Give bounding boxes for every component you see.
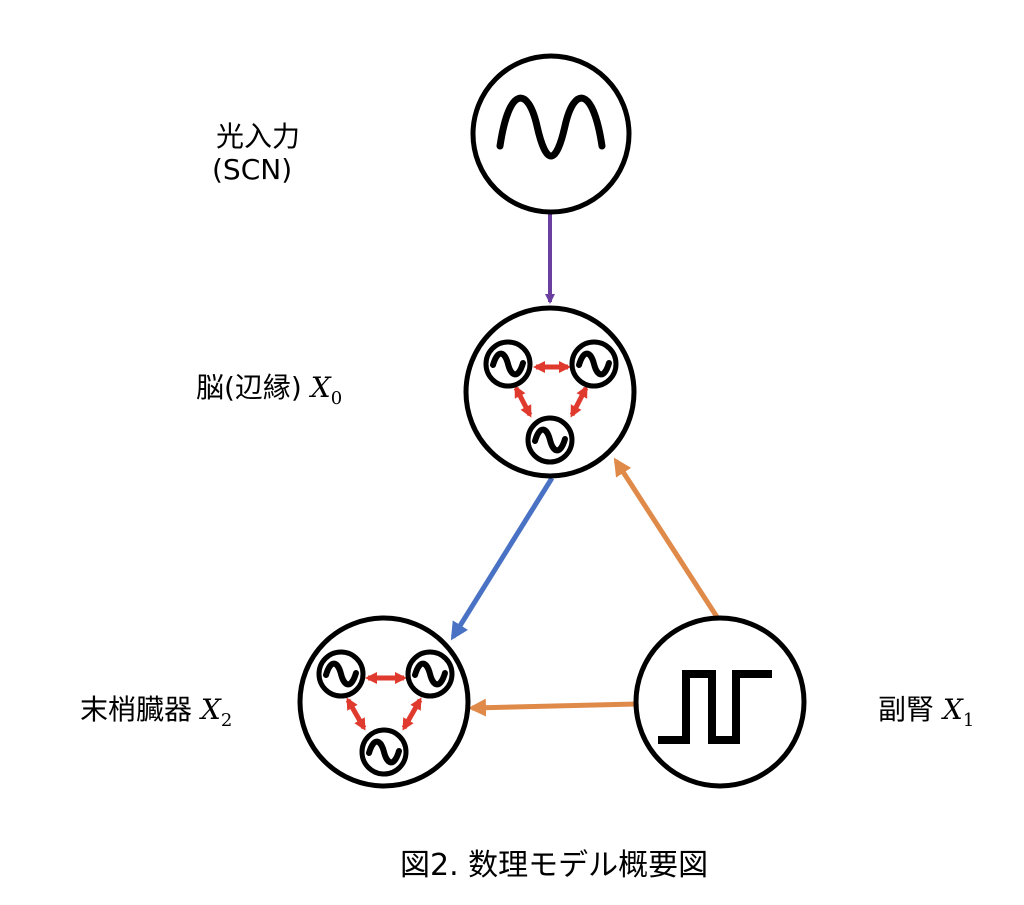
- peripheral-var-subscript: 2: [220, 710, 233, 731]
- oscillator-icon: [486, 342, 530, 386]
- arrow-adrenal-to-peripheral: [468, 698, 637, 717]
- oscillator-icon: [319, 652, 363, 696]
- square-wave-icon: [658, 670, 772, 744]
- brain-variable: X0: [310, 371, 342, 409]
- adrenal-label-text: 副腎: [878, 693, 935, 726]
- adrenal-var-symbol: X: [942, 693, 963, 726]
- coupling-arrow: [513, 385, 533, 418]
- adrenal-label: 副腎 X1: [878, 688, 974, 731]
- adrenal-var-subscript: 1: [962, 710, 975, 731]
- oscillator-icon: [408, 652, 452, 696]
- light-input-node: [470, 53, 632, 215]
- adrenal-variable: X1: [942, 693, 974, 731]
- adrenal-node: [633, 615, 807, 789]
- oscillator-icon: [362, 730, 406, 774]
- figure-caption: 図2. 数理モデル概要図: [400, 848, 709, 883]
- arrow-brain-to-peripheral: [450, 476, 555, 641]
- brain-var-subscript: 0: [330, 388, 343, 409]
- oscillator-icon: [572, 342, 616, 386]
- coupling-arrow: [401, 697, 423, 731]
- peripheral-node: [297, 615, 471, 789]
- arrow-adrenal-to-brain: [613, 457, 720, 619]
- light-input-label: 光入力: [216, 120, 301, 153]
- brain-label-text: 脳(辺縁): [196, 371, 302, 404]
- peripheral-var-symbol: X: [200, 693, 221, 726]
- oscillator-icon: [528, 418, 572, 462]
- brain-node: [463, 305, 637, 479]
- brain-var-symbol: X: [310, 371, 331, 404]
- brain-label: 脳(辺縁) X0: [196, 366, 342, 409]
- peripheral-variable: X2: [200, 693, 232, 731]
- peripheral-label: 末梢臓器 X2: [80, 688, 232, 731]
- peripheral-label-text: 末梢臓器: [80, 693, 193, 726]
- coupling-arrow: [345, 697, 367, 731]
- coupling-arrow: [569, 385, 589, 418]
- light-input-sublabel: (SCN): [212, 153, 293, 186]
- sine-wave-icon: [496, 94, 606, 160]
